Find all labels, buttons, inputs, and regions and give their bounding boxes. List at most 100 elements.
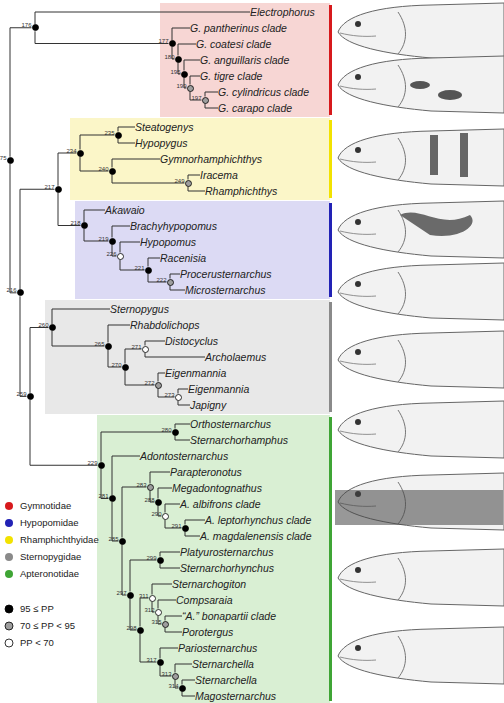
support-circle [155,382,161,388]
node-number: 221 [134,265,144,271]
tree-node: 235 [115,132,122,139]
taxon-node: Steatogenys [135,121,193,133]
support-circle [127,592,133,598]
legend-swatch [5,639,13,647]
taxon-node: Japigny [190,399,226,411]
legend-swatch-box [4,501,14,511]
taxon-name: Steatogenys [135,121,193,133]
taxon-name: Gymnorhamphichthys [160,153,262,165]
legend-swatch [5,622,13,630]
family-bar [329,120,332,198]
tree-node: 285 [119,538,126,545]
tree-node: 272 [155,382,162,389]
tree-branch [205,104,218,109]
taxon-name: Platyurosternarchus [180,546,273,558]
tree-branch [184,60,200,71]
support-circle [81,223,87,229]
tree-branch [30,400,98,465]
family-band [45,300,330,414]
tree-branch [165,504,180,513]
tree-node: 219 [109,238,116,245]
node-dot [182,525,189,532]
tree-branch [158,389,175,398]
node-dot [175,394,182,401]
node-number: 285 [108,536,118,542]
fish-illustration [338,56,504,113]
tree-branch [125,371,155,386]
tree-branch [175,436,190,441]
node-dot [32,24,39,31]
support-circle [119,538,125,544]
tree-node: 265 [105,343,112,350]
taxon-name: Sternarchorhamphus [190,434,288,446]
taxon-node: Compsaraia [176,594,233,606]
tree-branch [160,552,180,557]
family-bar [329,5,332,115]
tree-node: 259 [27,393,34,400]
taxon-node: Porotergus [182,626,233,638]
taxon-name: Hypopomus [140,236,196,248]
taxon-node: Parapteronotus [170,466,242,478]
legend-swatch [5,605,13,613]
legend-swatch [5,570,13,578]
tree-branch [170,274,180,279]
tree-node: 271 [142,346,149,353]
tree-branch [182,692,195,697]
taxon-name: G. pantherinus clade [190,22,287,34]
tree-branch [190,76,200,85]
tree-branch [30,328,49,393]
taxon-name: Parapteronotus [170,466,242,478]
tree-node: 299 [157,557,164,564]
node-number: 272 [144,380,154,386]
node-number: 216 [6,287,16,293]
support-circle [182,525,188,531]
support-circle [55,186,61,192]
taxon-name: Magosternarchus [195,690,276,702]
support-circle [98,462,104,468]
taxon-node: G. carapo clade [218,102,292,114]
support-circle [162,513,168,519]
support-circle [49,325,55,331]
tree-branch [112,226,130,238]
tree-branch [35,31,169,43]
node-dot [117,253,124,260]
taxon-name: Rhabdolichops [130,319,199,331]
support-circle [175,394,181,400]
node-number: 222 [156,277,166,283]
support-circle [122,364,128,370]
node-dot [137,627,144,634]
tree-branch [158,488,172,499]
node-dot [105,343,112,350]
legend-text: 70 ≤ PP < 95 [20,620,75,632]
tree-branch [175,424,190,429]
tree-node: 314 [179,685,186,692]
taxon-name: Hypopygus [135,137,188,149]
tree-branch [130,560,157,592]
node-dot [202,97,209,104]
tree-branch [10,164,17,293]
tree-node: 234 [77,150,84,157]
taxon-node: Rhabdolichops [130,319,199,331]
tree-branch [120,260,145,271]
fish-pattern [335,81,503,525]
node-number: 217 [44,184,54,190]
tree-branch [145,341,165,346]
taxon-name: Procerusternarchus [180,268,272,280]
legend-swatch-box [4,552,14,562]
taxon-name: Sternarchorhynchus [180,562,274,574]
tree-node: 312 [155,609,162,616]
node-dot [157,557,164,564]
taxon-name: Electrophorus [250,6,315,18]
taxon-node: Sternarchogiton [172,578,246,590]
taxon-node: Orthosternarchus [190,418,271,430]
tree-branch [178,44,196,56]
taxon-node: Sternopygus [110,303,169,315]
taxon-name: Akawaio [105,204,145,216]
family-band [160,3,330,117]
taxon-node: G. cylindricus clade [218,86,309,98]
taxon-name: Racenisia [160,252,206,264]
taxon-name: Pariosternarchus [178,642,257,654]
node-number: 291 [171,523,181,529]
support-circle [172,429,178,435]
